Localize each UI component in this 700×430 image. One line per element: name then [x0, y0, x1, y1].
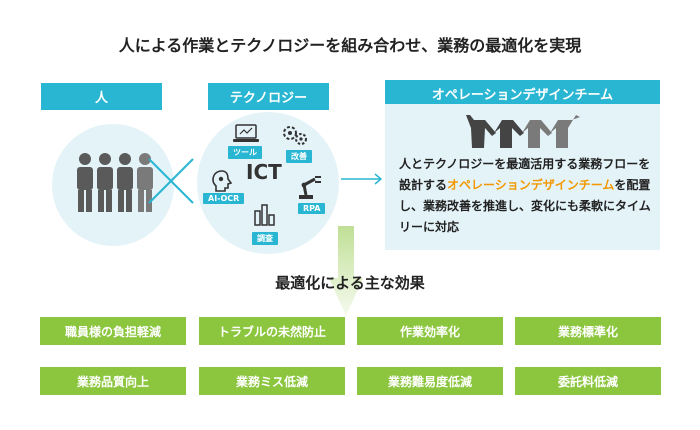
operations-label: オペレーションデザインチーム	[385, 80, 660, 107]
arrow-down-icon	[329, 226, 363, 316]
research-tag: 調査	[252, 232, 278, 245]
robot-arm-icon	[299, 176, 321, 199]
effect-item: 業務品質向上	[40, 367, 186, 395]
effect-item: トラブルの未然防止	[199, 317, 345, 345]
effects-title: 最適化による主な効果	[275, 274, 425, 292]
research-icon	[254, 204, 275, 226]
ai-ocr-tag: AI-OCR	[203, 193, 245, 204]
gears-icon	[283, 126, 307, 145]
people-label: 人	[41, 83, 162, 110]
effect-item: 業務標準化	[515, 317, 661, 345]
people-icon	[77, 153, 153, 212]
multiply-icon	[148, 158, 194, 204]
description-highlight: オペレーションデザインチーム	[447, 178, 615, 192]
arrow-right-icon	[341, 173, 383, 185]
laptop-icon	[233, 124, 259, 142]
improvement-tag: 改善	[286, 150, 312, 163]
ict-label: ICT	[246, 160, 282, 184]
ai-head-icon	[212, 170, 232, 192]
effect-item: 業務ミス低減	[199, 367, 345, 395]
operations-description: 人とテクノロジーを最適活用する業務フローを設計するオペレーションデザインチームを…	[399, 154, 653, 238]
effect-item: 職員様の負担軽減	[40, 317, 186, 345]
effect-item: 委託料低減	[515, 367, 661, 395]
team-icon	[466, 115, 580, 148]
rpa-tag: RPA	[298, 203, 326, 214]
tool-tag: ツール	[228, 146, 262, 159]
effect-item: 業務難易度低減	[357, 367, 503, 395]
page-title: 人による作業とテクノロジーを組み合わせ、業務の最適化を実現	[118, 36, 582, 55]
effect-item: 作業効率化	[357, 317, 503, 345]
technology-label: テクノロジー	[208, 83, 329, 110]
description-text: 人とテクノロジーを最適活用する業務フローを設計する	[399, 157, 651, 192]
operations-panel	[385, 104, 660, 250]
description-text-end: を配置し、業務改善を推進し、変化にも柔軟にタイムリーに対応	[399, 178, 651, 234]
